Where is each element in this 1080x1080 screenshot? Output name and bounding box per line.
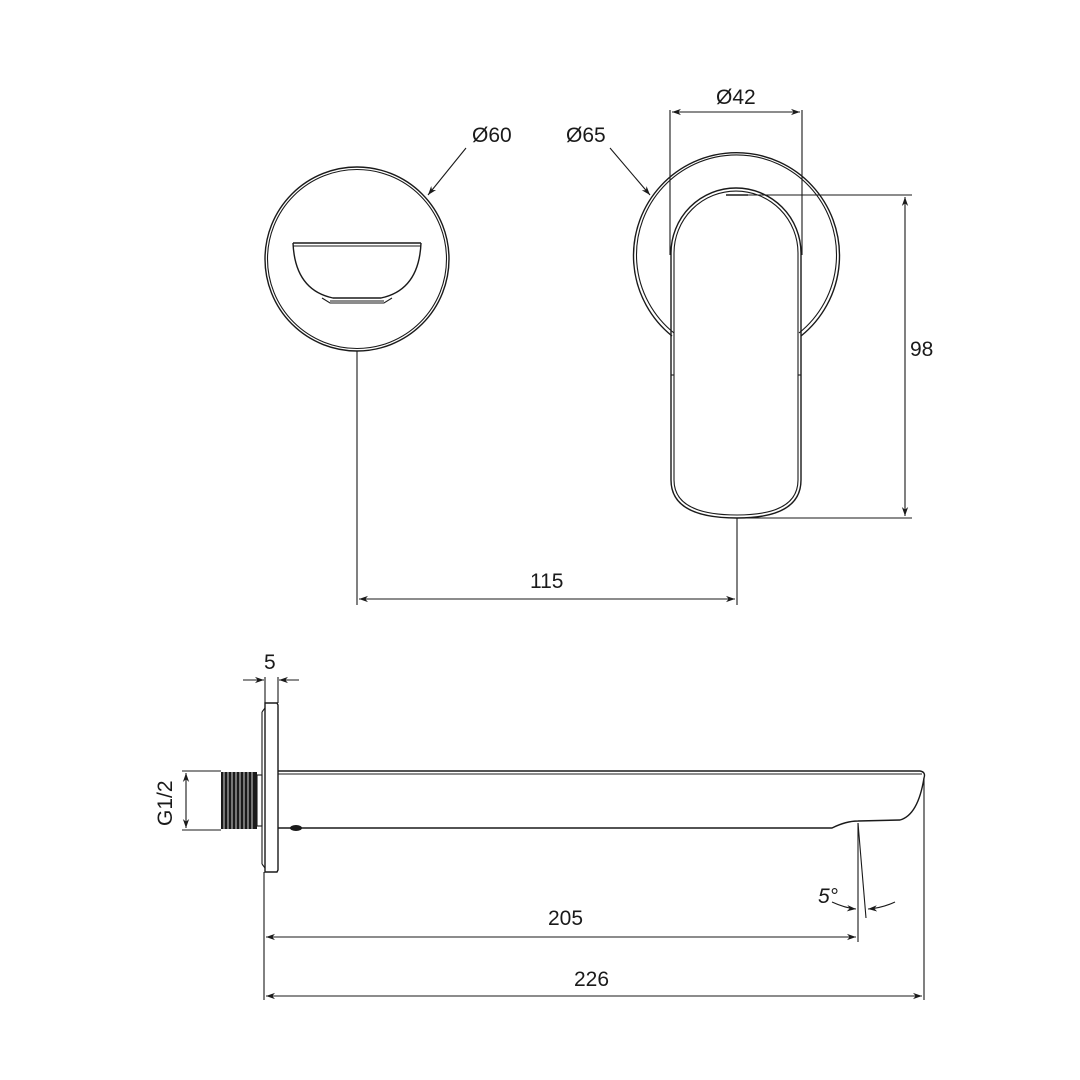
spout-side-view: [182, 676, 926, 1000]
spout-plate-front-view: [264, 147, 467, 605]
spout-plate-diameter-label: Ø60: [472, 124, 512, 147]
mixer-plate-diameter-label: Ø65: [566, 124, 606, 147]
thread-size-label: G1/2: [154, 780, 177, 826]
plate-thickness-label: 5: [264, 651, 276, 674]
handle-height-label: 98: [910, 338, 933, 361]
mixer-front-view: [609, 108, 912, 605]
total-length-label: 226: [574, 968, 609, 991]
handle-width-label: Ø42: [716, 86, 756, 109]
outlet-angle-label: 5°: [818, 885, 838, 908]
outlet-reach-label: 205: [548, 907, 583, 930]
centre-distance-label: 115: [530, 570, 563, 593]
